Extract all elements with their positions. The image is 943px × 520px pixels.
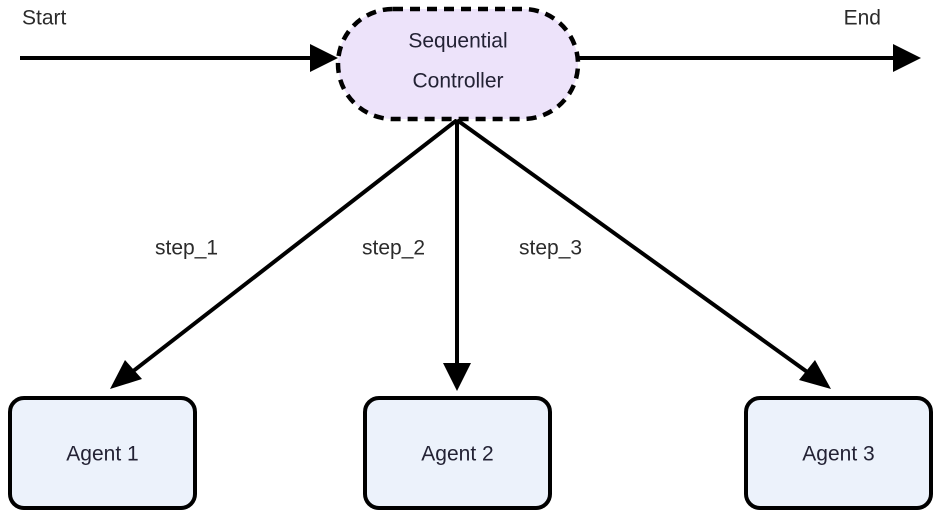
controller-shape-outline (335, 6, 581, 122)
edge-label-step-2: step_2 (362, 237, 425, 260)
edge-controller-to-agent-2 (443, 120, 471, 391)
controller-label-line-1: Sequential (408, 30, 507, 53)
edge-controller-to-end (578, 44, 921, 72)
agent-1-shape-outline (8, 396, 197, 510)
edge-label-step-1: step_1 (155, 237, 218, 260)
step-2-arrow-head-icon (443, 363, 471, 391)
step-3-arrow-head-icon (799, 360, 831, 389)
step-1-line (121, 118, 459, 381)
end-arrow-head-icon (893, 44, 921, 72)
edge-controller-to-agent-3 (455, 118, 831, 389)
agent-3-shape-outline (744, 396, 933, 510)
end-label: End (844, 7, 881, 30)
node-agent-3[interactable]: Agent 3 (744, 396, 933, 510)
edge-start-to-controller (20, 44, 338, 72)
agent-2-label: Agent 2 (421, 443, 493, 466)
start-label: Start (22, 7, 67, 30)
agent-3-label: Agent 3 (802, 443, 874, 466)
edge-controller-to-agent-1 (110, 118, 459, 389)
controller-label-line-2: Controller (412, 70, 503, 93)
step-1-arrow-head-icon (110, 360, 142, 389)
agent-1-label: Agent 1 (66, 443, 138, 466)
agent-2-shape-outline (363, 396, 552, 510)
node-sequential-controller[interactable]: Sequential Controller (335, 6, 581, 122)
step-3-line (455, 118, 819, 381)
node-agent-1[interactable]: Agent 1 (8, 396, 197, 510)
node-agent-2[interactable]: Agent 2 (363, 396, 552, 510)
edge-label-step-3: step_3 (519, 237, 582, 260)
start-arrow-head-icon (310, 44, 338, 72)
